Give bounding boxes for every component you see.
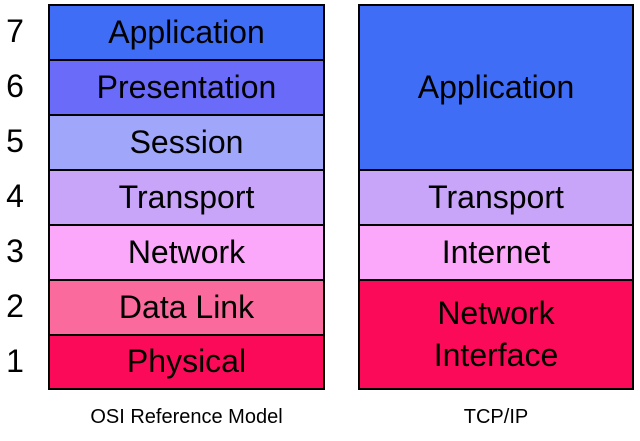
osi-layer-session: Session [48, 114, 325, 171]
tcpip-layer-internet: Internet [358, 224, 634, 281]
osi-caption: OSI Reference Model [90, 406, 283, 428]
layer-number-2: 2 [6, 288, 24, 324]
tcpip-caption: TCP/IP [463, 406, 529, 428]
tcpip-layer-transport: Transport [358, 169, 634, 226]
layer-number-3: 3 [6, 233, 24, 269]
osi-layer-transport: Transport [48, 169, 325, 226]
tcpip-layer-application: Application [358, 4, 634, 171]
layer-number-1: 1 [6, 343, 24, 379]
osi-layer-network: Network [48, 224, 325, 281]
layer-number-6: 6 [6, 68, 24, 104]
osi-layer-physical: Physical [48, 334, 325, 390]
tcpip-layer-network-interface: Network Interface [358, 279, 634, 390]
osi-layer-application: Application [48, 4, 325, 61]
layer-number-5: 5 [6, 123, 24, 159]
osi-layer-data-link: Data Link [48, 279, 325, 336]
layer-number-7: 7 [6, 13, 24, 49]
osi-layer-presentation: Presentation [48, 59, 325, 116]
layer-number-4: 4 [6, 178, 24, 214]
